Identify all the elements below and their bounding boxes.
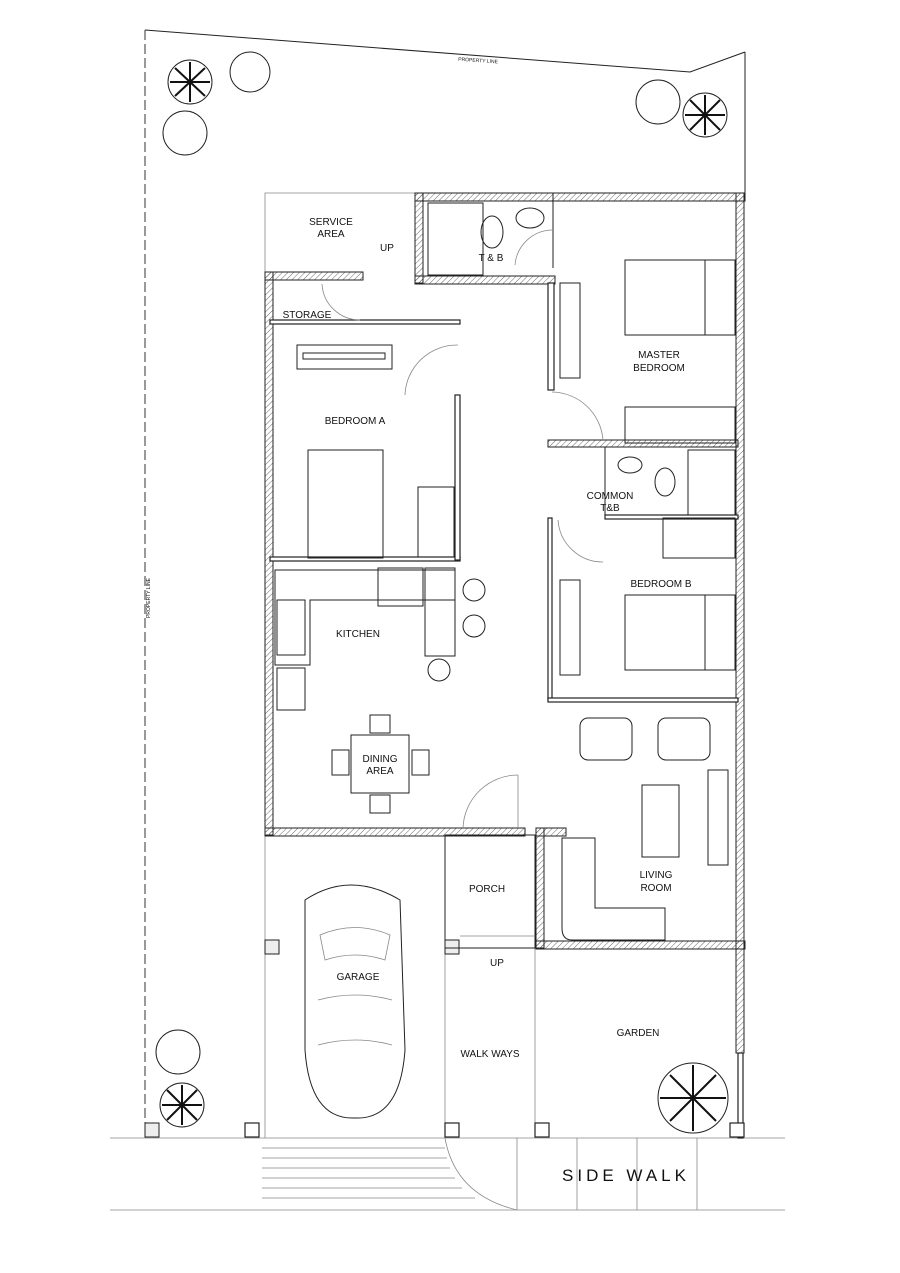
label-common-2: T&B (600, 503, 620, 514)
sofa (561, 837, 666, 941)
label-living-1: LIVING (640, 870, 673, 881)
label-walkways: WALK WAYS (460, 1049, 519, 1060)
label-dining-2: AREA (366, 766, 394, 777)
label-master-1: MASTER (638, 350, 680, 361)
label-kitchen: KITCHEN (336, 629, 380, 640)
bed-bedroom-b (624, 594, 736, 671)
label-dining-1: DINING (363, 754, 398, 765)
label-living-2: ROOM (640, 883, 671, 894)
room-labels: SERVICE AREA UP STORAGE T & B MASTER BED… (283, 217, 692, 1060)
label-up-porch: UP (490, 958, 504, 969)
label-service-area-2: AREA (317, 229, 345, 240)
label-garage: GARAGE (337, 972, 380, 983)
label-bedroom-b: BEDROOM B (630, 579, 691, 590)
property-line-label-top: PROPERTY LINE (458, 57, 499, 66)
dining-table (350, 734, 410, 794)
trees (155, 51, 729, 1134)
sidewalk-label: SIDE WALK (562, 1166, 690, 1185)
label-master-2: BEDROOM (633, 363, 685, 374)
label-storage: STORAGE (283, 310, 332, 321)
furniture (274, 202, 736, 949)
label-garden: GARDEN (617, 1028, 660, 1039)
columns (144, 939, 745, 1138)
bed-bedroom-a (307, 449, 384, 559)
driveway-steps (262, 1147, 475, 1199)
label-porch: PORCH (469, 884, 505, 895)
doors (321, 229, 604, 829)
label-tb: T & B (479, 253, 504, 264)
car (304, 884, 406, 1119)
label-up-service: UP (380, 243, 394, 254)
property-line-label-left: PROPERTY LINE (146, 577, 152, 617)
label-bedroom-a: BEDROOM A (325, 416, 386, 427)
label-service-area-1: SERVICE (309, 217, 353, 228)
bed-master (624, 259, 736, 336)
label-common-1: COMMON (587, 491, 634, 502)
sidewalk (110, 1137, 785, 1211)
property-line (144, 29, 746, 1138)
